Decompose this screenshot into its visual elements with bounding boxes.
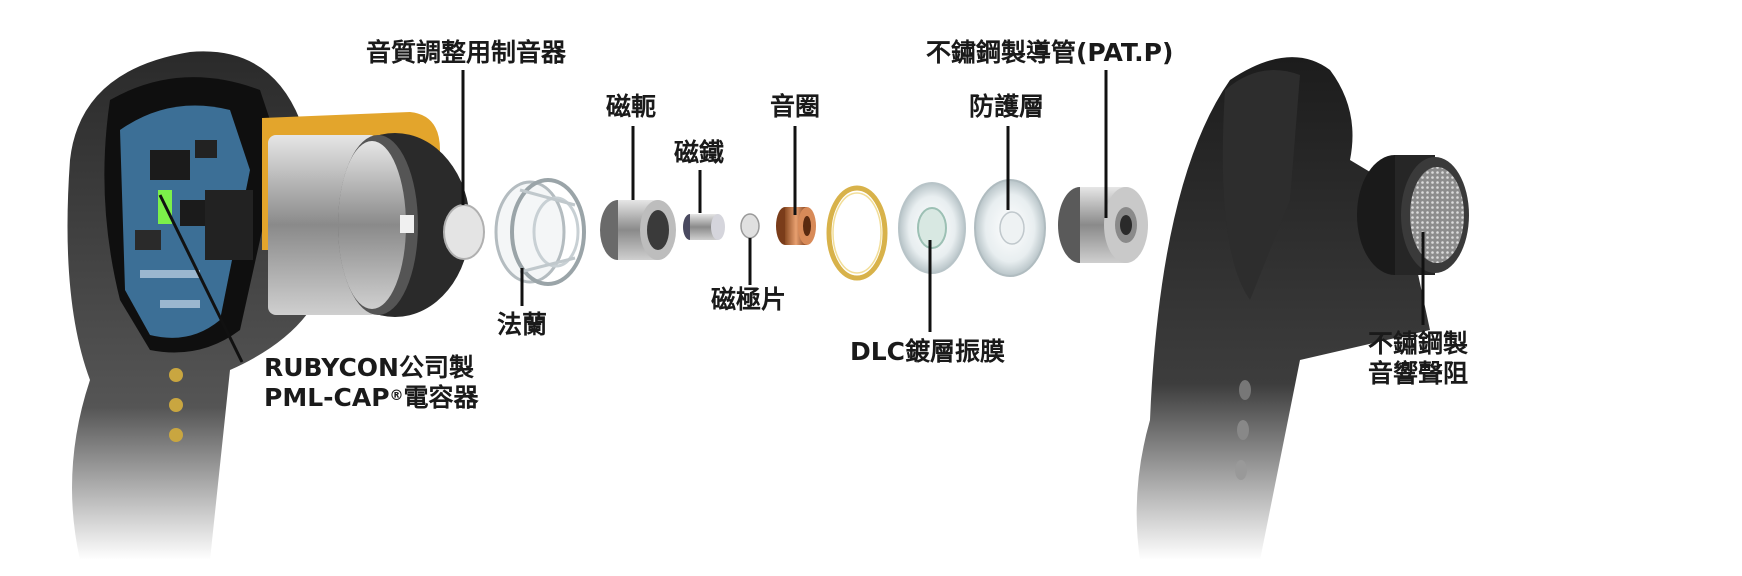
label-yoke: 磁軛 [606, 92, 657, 121]
voice-coil-part [776, 207, 816, 245]
label-capacitor-suffix: 電容器 [403, 383, 479, 412]
left-earbud-housing [67, 51, 470, 561]
label-tuning-damper: 音質調整用制音器 [366, 38, 567, 67]
pole-piece-part [740, 213, 760, 239]
label-acoustic-damper: 不鏽鋼製 音響聲阻 [1368, 329, 1468, 389]
ring-part [826, 185, 888, 281]
tuning-damper-part [443, 204, 485, 260]
protective-layer-part [974, 179, 1046, 277]
yoke-part [600, 200, 676, 260]
dlc-diaphragm-part [898, 182, 966, 274]
label-protective-layer: 防護層 [969, 92, 1045, 121]
label-stainless-tube: 不鏽鋼製導管(PAT.P) [926, 38, 1174, 67]
label-voice-coil: 音圈 [770, 92, 821, 121]
label-capacitor-line2: PML-CAP®電容器 [264, 383, 479, 413]
leader-line-capacitor [158, 194, 244, 363]
acoustic-damper-mesh [1410, 167, 1464, 263]
label-acoustic-damper-line2: 音響聲阻 [1368, 359, 1469, 388]
magnet-part [683, 214, 725, 240]
label-magnet: 磁鐵 [674, 138, 725, 167]
leader-lines [158, 70, 1425, 363]
label-capacitor-line1: RUBYCON公司製 [264, 353, 474, 382]
flange-part [494, 178, 586, 286]
label-capacitor-product: PML-CAP [264, 383, 390, 412]
label-dlc-diaphragm: DLC鍍層振膜 [850, 337, 1006, 366]
label-pole-piece: 磁極片 [711, 285, 787, 314]
registered-mark: ® [389, 388, 404, 404]
label-capacitor: RUBYCON公司製 PML-CAP®電容器 [264, 353, 479, 413]
label-flange: 法蘭 [497, 310, 548, 339]
right-earbud-housing [1136, 57, 1469, 561]
stainless-tube-part [1058, 187, 1148, 263]
label-acoustic-damper-line1: 不鏽鋼製 [1368, 329, 1469, 358]
